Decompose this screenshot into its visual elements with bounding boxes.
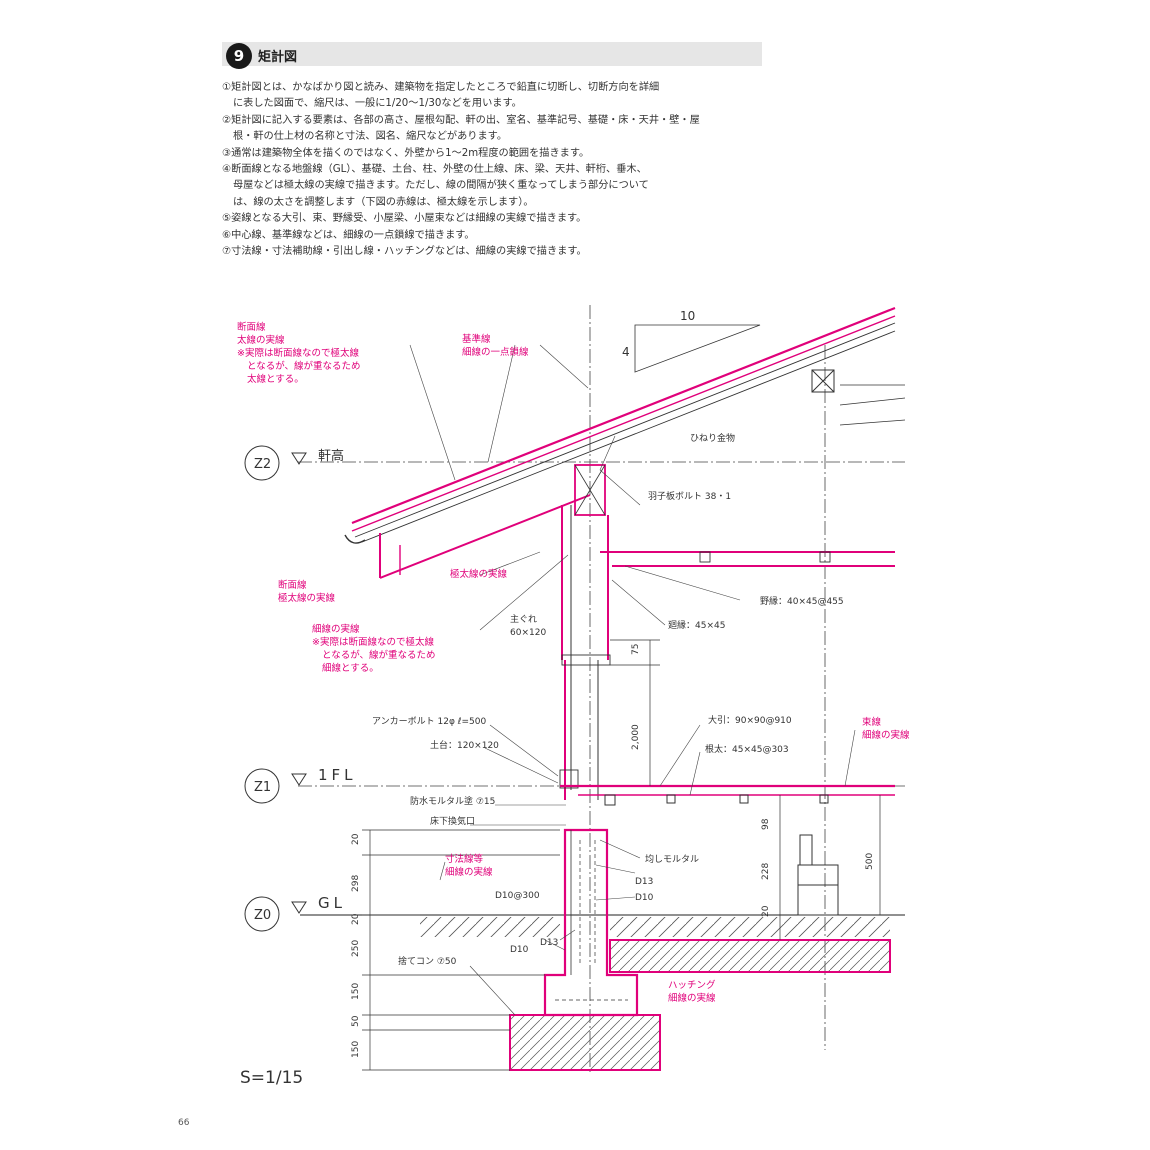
label-column: 主ぐれ xyxy=(510,613,537,625)
dim-text: 500 xyxy=(865,853,875,870)
dim-text: 98 xyxy=(761,818,771,830)
note-line: は、線の太さを調整します（下図の赤線は、極太線を示します）。 xyxy=(233,196,534,208)
dim-text: 75 xyxy=(631,644,641,655)
dim-text: 50 xyxy=(351,1015,361,1027)
dim-text: 20 xyxy=(351,913,361,925)
level-fl-label: 1FL xyxy=(318,766,357,784)
annotation-line: 極太線の実線 xyxy=(278,592,336,604)
label-column: 60×120 xyxy=(510,628,546,638)
annotation-line: 細線の実線 xyxy=(862,729,910,741)
note-line: ①矩計図とは、かなばかり図と読み、建築物を指定したところで鉛直に切断し、切断方向… xyxy=(222,82,660,93)
dim-text: 150 xyxy=(351,983,361,1000)
annotation-line: 束線 xyxy=(862,716,882,728)
dim-text: 298 xyxy=(351,875,361,892)
level-labels: Z2 Z1 Z0 軒高 1FL GL xyxy=(254,448,357,923)
annotation-line: 細線の実線 xyxy=(312,623,360,635)
ground-line xyxy=(300,914,905,937)
annotation-line: ※実際は断面線なので極太線 xyxy=(312,636,434,648)
dim-text: 250 xyxy=(351,940,361,957)
note-line: ⑥中心線、基準線などは、細線の一点鎖線で描きます。 xyxy=(222,229,475,241)
dim-text: 2,000 xyxy=(631,724,641,750)
dim-text: 20 xyxy=(351,833,361,845)
label-vent: 床下換気口 xyxy=(430,815,475,827)
drawing-scale: S=1/15 xyxy=(240,1068,304,1088)
label-anchor: アンカーボルト 12φ ℓ=500 xyxy=(372,716,486,727)
section-number-badge: 9 xyxy=(226,43,252,69)
roof xyxy=(344,306,906,579)
annotation-line: 細線の実線 xyxy=(668,992,716,1004)
slope-mark: 10 4 xyxy=(622,309,761,373)
label-d10at: D10@300 xyxy=(495,891,540,901)
annotation-line: 寸法線等 xyxy=(445,853,484,865)
section-header-bar xyxy=(222,42,762,66)
note-line: ⑦寸法線・寸法補助線・引出し線・ハッチングなどは、細線の実線で描きます。 xyxy=(222,246,587,258)
slope-run: 10 xyxy=(680,309,695,323)
annotation-line: 細線の実線 xyxy=(445,866,493,878)
section-title: 矩計図 xyxy=(258,50,298,65)
purlin-box xyxy=(811,369,835,393)
annotation-line: 基準線 xyxy=(462,333,491,345)
label-mawaribuchi: 廻縁：45×45 xyxy=(668,619,725,631)
annotation-line: となるが、線が重なるため xyxy=(247,360,361,372)
floor xyxy=(560,784,895,916)
level-eave-label: 軒高 xyxy=(318,448,344,464)
label-nobuchi: 野縁：40×45@455 xyxy=(760,595,844,607)
annotation-line: 断面線 xyxy=(278,579,307,591)
annotation-line: 細線の一点鎖線 xyxy=(462,346,529,358)
label-nedaa: 根太：45×45@303 xyxy=(705,743,789,755)
slope-rise: 4 xyxy=(622,345,630,359)
label-d13b: D13 xyxy=(540,938,558,948)
dim-text: 150 xyxy=(351,1041,361,1058)
labels-black: ひねり金物 羽子板ボルト 38・1 野縁：40×45@455 廻縁：45×45 … xyxy=(372,432,844,967)
label-twist: ひねり金物 xyxy=(690,432,735,444)
annotation-line: 極太線の実線 xyxy=(450,568,508,580)
level-z2: Z2 xyxy=(254,457,271,472)
note-line: 根・軒の仕上材の名称と寸法、図名、縮尺などがあります。 xyxy=(233,131,508,143)
level-markers xyxy=(244,445,307,932)
dimension-values: 75 2,000 20 298 20 250 150 50 150 98 228… xyxy=(351,644,875,1058)
note-line: ②矩計図に記入する要素は、各部の高さ、屋根勾配、軒の出、室名、基準記号、基礎・床… xyxy=(222,114,700,126)
note-line: ④断面線となる地盤線（GL）、基礎、土台、柱、外壁の仕上線、床、梁、天井、軒桁、… xyxy=(222,164,647,176)
annotation-line: 太線とする。 xyxy=(247,373,304,385)
label-ooobiki: 大引：90×90@910 xyxy=(708,714,792,726)
annotations-magenta: 断面線 太線の実線 ※実際は断面線なので極太線 となるが、線が重なるため 太線と… xyxy=(237,321,910,1004)
annotation-line: 細線とする。 xyxy=(322,662,379,674)
annotation-line: となるが、線が重なるため xyxy=(322,649,436,661)
label-d13: D13 xyxy=(635,877,653,887)
label-d10b: D10 xyxy=(510,945,529,955)
annotation-line: ※実際は断面線なので極太線 xyxy=(237,347,359,359)
note-line: ③通常は建築物全体を描くのではなく、外壁から1～2m程度の範囲を描きます。 xyxy=(222,147,590,159)
label-d10: D10 xyxy=(635,893,654,903)
label-bolt: 羽子板ボルト 38・1 xyxy=(648,490,731,502)
explanation-notes: ①矩計図とは、かなばかり図と読み、建築物を指定したところで鉛直に切断し、切断方向… xyxy=(222,80,767,260)
level-z0: Z0 xyxy=(254,908,271,923)
level-gl-label: GL xyxy=(318,894,346,912)
leader-lines xyxy=(409,344,856,1016)
annotation-line: 断面線 xyxy=(237,321,266,333)
wall-structure xyxy=(559,464,895,800)
annotation-line: 太線の実線 xyxy=(237,334,285,346)
level-z1: Z1 xyxy=(254,780,271,795)
dim-text: 228 xyxy=(761,863,771,880)
page-number: 66 xyxy=(178,1118,190,1128)
note-line: に表した図面で、縮尺は、一般に1/20～1/30などを用います。 xyxy=(233,98,522,110)
label-nokoshi: 均しモルタル xyxy=(645,853,699,865)
dimension-lines xyxy=(362,639,881,1071)
foundation xyxy=(509,828,891,1071)
note-line: 母屋などは極太線の実線で描きます。ただし、線の間隔が狭く重なってしまう部分につい… xyxy=(233,180,649,192)
label-concrete: 捨てコン ⑦50 xyxy=(398,955,457,967)
annotation-line: ハッチング xyxy=(668,979,716,991)
note-line: ⑤姿線となる大引、束、野縁受、小屋梁、小屋束などは細線の実線で描きます。 xyxy=(222,213,587,225)
label-mortar: 防水モルタル塗 ⑦15 xyxy=(410,795,495,807)
dim-text: 20 xyxy=(761,905,771,917)
label-sill: 土台：120×120 xyxy=(430,739,499,751)
